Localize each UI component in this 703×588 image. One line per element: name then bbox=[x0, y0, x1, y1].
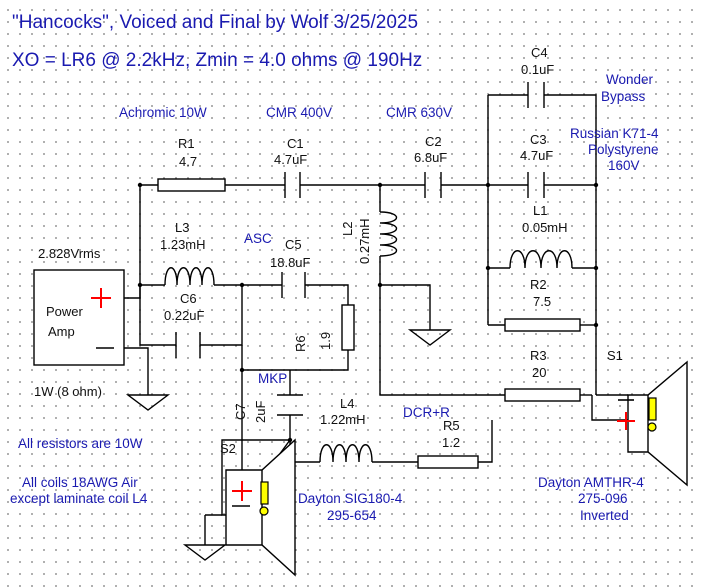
resistor-r3 bbox=[504, 388, 581, 402]
note-coils-2: except laminate coil L4 bbox=[10, 491, 148, 506]
ground-symbols bbox=[125, 329, 453, 561]
s2-part: 295-654 bbox=[327, 508, 377, 523]
note-asc: ASC bbox=[244, 231, 272, 246]
r5-ref: R5 bbox=[443, 418, 460, 433]
note-resistors: All resistors are 10W bbox=[18, 436, 143, 451]
r6-value: 1.9 bbox=[318, 332, 333, 350]
s1-note: Inverted bbox=[580, 508, 629, 523]
r5-value: 1.2 bbox=[442, 435, 460, 450]
capacitor-c7 bbox=[277, 394, 303, 416]
note-achromic: Achromic 10W bbox=[119, 105, 207, 120]
r1-ref: R1 bbox=[178, 136, 195, 151]
resistor-r5 bbox=[417, 455, 479, 469]
note-coils-1: All coils 18AWG Air bbox=[22, 475, 138, 490]
note-160v: 160V bbox=[608, 158, 640, 173]
l1-ref: L1 bbox=[533, 203, 547, 218]
c4-value: 0.1uF bbox=[521, 62, 554, 77]
inductor-l4 bbox=[319, 444, 373, 463]
note-cmr630: CMR 630V bbox=[386, 105, 452, 120]
l1-value: 0.05mH bbox=[522, 220, 568, 235]
r3-value: 20 bbox=[532, 365, 546, 380]
title-line-2: XO = LR6 @ 2.2kHz, Zmin = 4.0 ohms @ 190… bbox=[12, 50, 422, 71]
source-power: 1W (8 ohm) bbox=[34, 384, 102, 399]
power-amp bbox=[33, 269, 125, 366]
speaker-s2 bbox=[225, 437, 296, 577]
r2-value: 7.5 bbox=[533, 294, 551, 309]
c7-ref: C7 bbox=[233, 403, 248, 420]
note-cmr400: CMR 400V bbox=[266, 105, 332, 120]
l3-value: 1.23mH bbox=[160, 237, 206, 252]
note-wonder: Wonder bbox=[606, 72, 654, 87]
r2-ref: R2 bbox=[530, 277, 547, 292]
l2-ref: L2 bbox=[340, 222, 355, 236]
capacitor-c4 bbox=[527, 82, 545, 108]
resistor-r1 bbox=[157, 178, 226, 192]
r1-value: 4.7 bbox=[179, 154, 197, 169]
amp-label-amp: Amp bbox=[48, 324, 75, 339]
capacitor-c2 bbox=[424, 172, 442, 198]
amp-label-power: Power bbox=[46, 304, 84, 319]
l4-value: 1.22mH bbox=[320, 412, 366, 427]
l4-ref: L4 bbox=[340, 396, 354, 411]
r6-ref: R6 bbox=[293, 335, 308, 352]
title-line-1: "Hancocks", Voiced and Final by Wolf 3/2… bbox=[12, 12, 418, 33]
source-voltage: 2.828Vrms bbox=[38, 246, 101, 261]
inductor-l2 bbox=[379, 211, 398, 257]
s2-ref: S2 bbox=[220, 441, 236, 456]
s1-ref: S1 bbox=[607, 348, 623, 363]
c5-ref: C5 bbox=[285, 237, 302, 252]
capacitor-c1 bbox=[284, 172, 301, 198]
resistor-r2 bbox=[504, 318, 581, 332]
wires bbox=[124, 94, 628, 545]
note-bypass: Bypass bbox=[601, 89, 646, 104]
c1-ref: C1 bbox=[287, 136, 304, 151]
inductor-l1 bbox=[509, 250, 573, 269]
s2-model: Dayton SIG180-4 bbox=[298, 491, 403, 506]
note-polystyrene: Polystyrene bbox=[588, 142, 659, 157]
capacitor-c6 bbox=[175, 332, 201, 358]
junction-dots bbox=[137, 182, 599, 443]
r3-ref: R3 bbox=[530, 348, 547, 363]
c3-ref: C3 bbox=[530, 132, 547, 147]
c2-ref: C2 bbox=[425, 134, 442, 149]
l3-ref: L3 bbox=[175, 220, 189, 235]
capacitor-c5 bbox=[281, 272, 306, 298]
c4-ref: C4 bbox=[531, 45, 548, 60]
c6-ref: C6 bbox=[180, 291, 197, 306]
c6-value: 0.22uF bbox=[164, 308, 205, 323]
s1-part: 275-096 bbox=[578, 491, 628, 506]
note-dcr: DCR+R bbox=[403, 405, 450, 420]
c5-value: 18.8uF bbox=[270, 255, 311, 270]
note-russian: Russian K71-4 bbox=[570, 126, 659, 141]
c3-value: 4.7uF bbox=[520, 148, 553, 163]
c7-value: 2uF bbox=[253, 401, 268, 423]
l2-value: 0.27mH bbox=[357, 218, 372, 264]
s1-model: Dayton AMTHR-4 bbox=[538, 475, 644, 490]
speaker-s1 bbox=[617, 360, 688, 487]
note-mkp: MKP bbox=[258, 371, 287, 386]
inductor-l3 bbox=[164, 267, 215, 286]
c2-value: 6.8uF bbox=[414, 150, 447, 165]
resistor-r6 bbox=[341, 304, 355, 351]
capacitor-c3 bbox=[527, 172, 545, 198]
c1-value: 4.7uF bbox=[274, 152, 307, 167]
